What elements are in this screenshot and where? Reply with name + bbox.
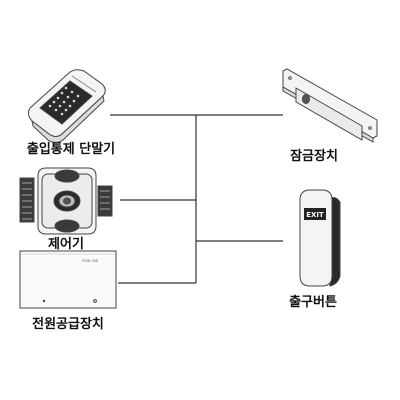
connection-lines xyxy=(110,114,283,284)
lock-bolt-hole xyxy=(302,94,310,104)
exit-button-label: 출구버튼 xyxy=(289,295,337,310)
lock-screw-right xyxy=(368,126,372,130)
terminal-top-ridge xyxy=(71,75,97,93)
power-supply-device: PWR-188 xyxy=(19,250,117,309)
lock-screw-left xyxy=(288,76,292,80)
lock-faceplate xyxy=(282,68,378,139)
exit-label-plate xyxy=(304,208,326,220)
exit-label-text: EXIT xyxy=(306,211,324,219)
controller-device xyxy=(19,167,113,235)
power-supply-label: 전원공급장치 xyxy=(32,317,104,332)
controller-terminal-block-left xyxy=(19,177,35,223)
controller-pins-right xyxy=(100,190,110,210)
keypad-keys xyxy=(48,86,80,116)
power-supply-screw xyxy=(93,299,97,303)
exit-button-face xyxy=(299,189,333,287)
access-terminal-device xyxy=(27,69,106,143)
controller-pins-left xyxy=(22,182,32,220)
controller-label: 제어기 xyxy=(48,237,84,252)
power-supply-box xyxy=(19,250,117,309)
exit-button-device: EXIT xyxy=(299,189,341,287)
controller-dome-bottom xyxy=(54,219,80,233)
terminal-side xyxy=(31,95,105,143)
power-supply-led xyxy=(42,299,46,303)
controller-center-core xyxy=(63,197,71,205)
power-supply-plate-text: PWR-188 xyxy=(82,259,98,263)
controller-terminal-block-right xyxy=(97,185,113,217)
controller-dome-top xyxy=(54,169,80,183)
lock-device xyxy=(282,68,378,143)
terminal-label: 출입통제 단말기 xyxy=(26,142,116,157)
lock-housing xyxy=(295,87,363,141)
keypad-panel xyxy=(39,80,93,125)
lock-label: 잠금장치 xyxy=(290,149,338,164)
